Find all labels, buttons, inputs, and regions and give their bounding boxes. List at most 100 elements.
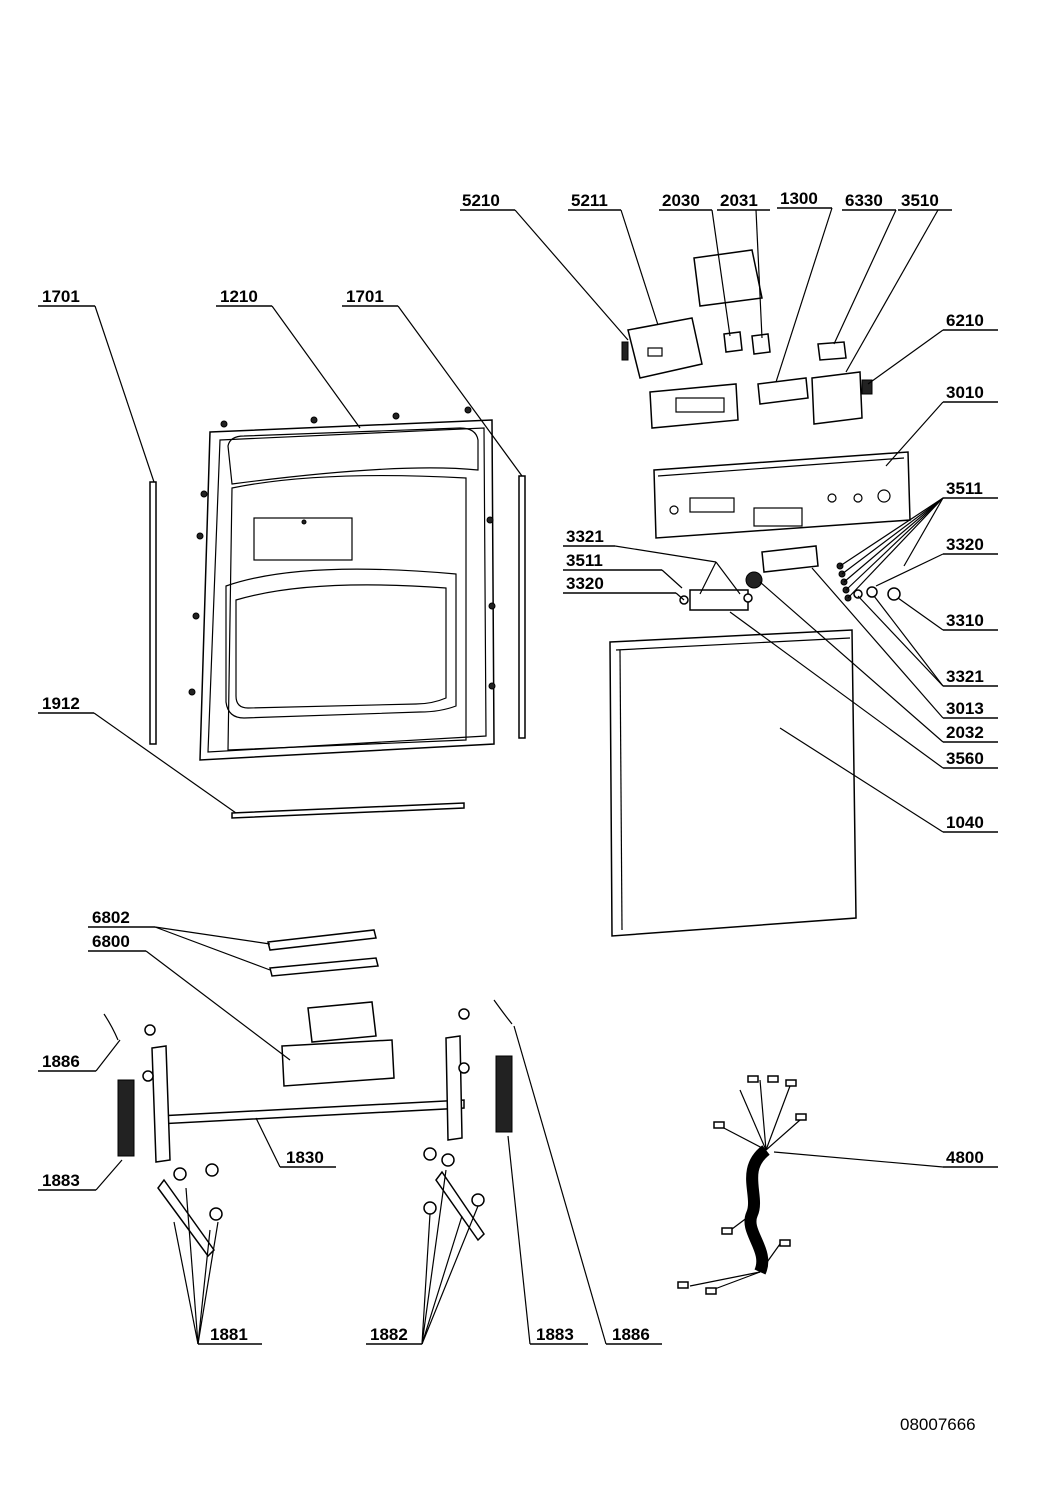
- svg-text:3013: 3013: [946, 699, 984, 718]
- cover-plate-2030: [693, 249, 763, 307]
- callout-1886-right: 1886: [513, 1025, 662, 1345]
- callout-6330: 6330: [833, 191, 897, 345]
- button-set: [836, 562, 901, 602]
- control-module-5211: [627, 317, 703, 379]
- switch-2031: [751, 333, 771, 355]
- display-window-2032: [761, 545, 819, 573]
- panel-small-parts: [679, 545, 819, 611]
- svg-text:1210: 1210: [220, 287, 258, 306]
- svg-text:6330: 6330: [845, 191, 883, 210]
- callout-3310: 3310: [897, 597, 998, 631]
- bottom-seal: [231, 802, 465, 819]
- hinge-1882: [435, 1170, 485, 1242]
- callout-6800: 6800: [88, 932, 291, 1061]
- knob-3013: [745, 571, 763, 589]
- relay-6330: [817, 341, 847, 361]
- callout-2030: 2030: [659, 191, 731, 337]
- callout-1881: 1881: [173, 1187, 262, 1345]
- callout-3321-left: 3321: [563, 527, 741, 595]
- svg-text:4800: 4800: [946, 1148, 984, 1167]
- callout-1701-right: 1701: [342, 287, 523, 477]
- hinge-rails-6802: [267, 929, 379, 977]
- svg-text:6802: 6802: [92, 908, 130, 927]
- wiring-harness-4800: [677, 1075, 807, 1295]
- svg-text:3511: 3511: [946, 479, 983, 498]
- hinge-arm-left: [151, 1045, 171, 1163]
- switch-2030: [723, 331, 743, 353]
- svg-text:6210: 6210: [946, 311, 984, 330]
- svg-text:1830: 1830: [286, 1148, 324, 1167]
- module-connector-5210: [621, 341, 629, 361]
- svg-text:3510: 3510: [901, 191, 939, 210]
- svg-text:1883: 1883: [42, 1171, 80, 1190]
- connector-6210: [861, 379, 873, 395]
- callout-1830: 1830: [255, 1117, 336, 1168]
- svg-text:1883: 1883: [536, 1325, 574, 1344]
- control-electronics: [621, 249, 873, 429]
- callout-3510: 3510: [845, 191, 952, 373]
- display-board: [649, 383, 739, 429]
- svg-text:2032: 2032: [946, 723, 984, 742]
- dispenser-box-6800: [281, 1001, 395, 1087]
- outer-door-panel: [609, 629, 857, 937]
- svg-text:1886: 1886: [612, 1325, 650, 1344]
- callout-3010: 3010: [885, 383, 998, 467]
- svg-text:2030: 2030: [662, 191, 700, 210]
- svg-text:1882: 1882: [370, 1325, 408, 1344]
- svg-text:5211: 5211: [571, 191, 608, 210]
- side-seal-left: [149, 481, 157, 745]
- svg-text:6800: 6800: [92, 932, 130, 951]
- svg-text:1040: 1040: [946, 813, 984, 832]
- svg-text:3321: 3321: [946, 667, 984, 686]
- rod-1830: [157, 1099, 465, 1125]
- callout-3321-right: 3321: [857, 595, 998, 687]
- callout-1886-left: 1886: [38, 1039, 121, 1072]
- svg-text:3010: 3010: [946, 383, 984, 402]
- callout-1882: 1882: [366, 1169, 479, 1345]
- hinge-assembly: [103, 999, 513, 1258]
- svg-text:3560: 3560: [946, 749, 984, 768]
- svg-text:5210: 5210: [462, 191, 500, 210]
- svg-text:1300: 1300: [780, 189, 818, 208]
- svg-text:1701: 1701: [42, 287, 80, 306]
- callout-3320-right: 3320: [875, 535, 998, 587]
- callout-1210: 1210: [216, 287, 361, 429]
- drawing-code: 08007666: [900, 1415, 976, 1434]
- spring-1883-right: [495, 1055, 513, 1133]
- svg-text:3511: 3511: [566, 551, 603, 570]
- svg-text:3310: 3310: [946, 611, 984, 630]
- callout-3320-left: 3320: [563, 574, 685, 601]
- callout-6210: 6210: [867, 311, 998, 385]
- callout-4800: 4800: [773, 1148, 998, 1168]
- switch-unit-1300: [757, 377, 809, 405]
- callout-5211: 5211: [568, 191, 659, 326]
- callout-2032: 2032: [759, 581, 998, 743]
- callout-3560: 3560: [729, 611, 998, 769]
- callout-1883-left: 1883: [38, 1159, 123, 1191]
- callout-1912: 1912: [38, 694, 237, 814]
- svg-text:3320: 3320: [946, 535, 984, 554]
- callout-2031: 2031: [717, 191, 770, 339]
- svg-text:3320: 3320: [566, 574, 604, 593]
- control-panel-fascia: [653, 451, 911, 539]
- spring-1883-left: [117, 1079, 135, 1157]
- callout-3013: 3013: [811, 567, 998, 719]
- callout-3511-left: 3511: [563, 551, 683, 589]
- door-screws: [188, 406, 496, 696]
- svg-text:3321: 3321: [566, 527, 604, 546]
- hook-1886-left: [103, 1013, 119, 1041]
- hinge-1881: [157, 1178, 215, 1258]
- svg-text:2031: 2031: [720, 191, 758, 210]
- callout-1300: 1300: [775, 189, 833, 383]
- callout-1040: 1040: [779, 727, 998, 833]
- callout-6802: 6802: [88, 908, 271, 971]
- inner-door-panel: [188, 406, 496, 761]
- svg-text:1881: 1881: [210, 1325, 248, 1344]
- hinge-arm-right: [445, 1035, 463, 1141]
- side-seal-right: [518, 475, 526, 739]
- callout-3511-right: 3511: [839, 479, 998, 599]
- svg-text:1886: 1886: [42, 1052, 80, 1071]
- svg-text:1701: 1701: [346, 287, 384, 306]
- callout-1701-left: 1701: [38, 287, 155, 483]
